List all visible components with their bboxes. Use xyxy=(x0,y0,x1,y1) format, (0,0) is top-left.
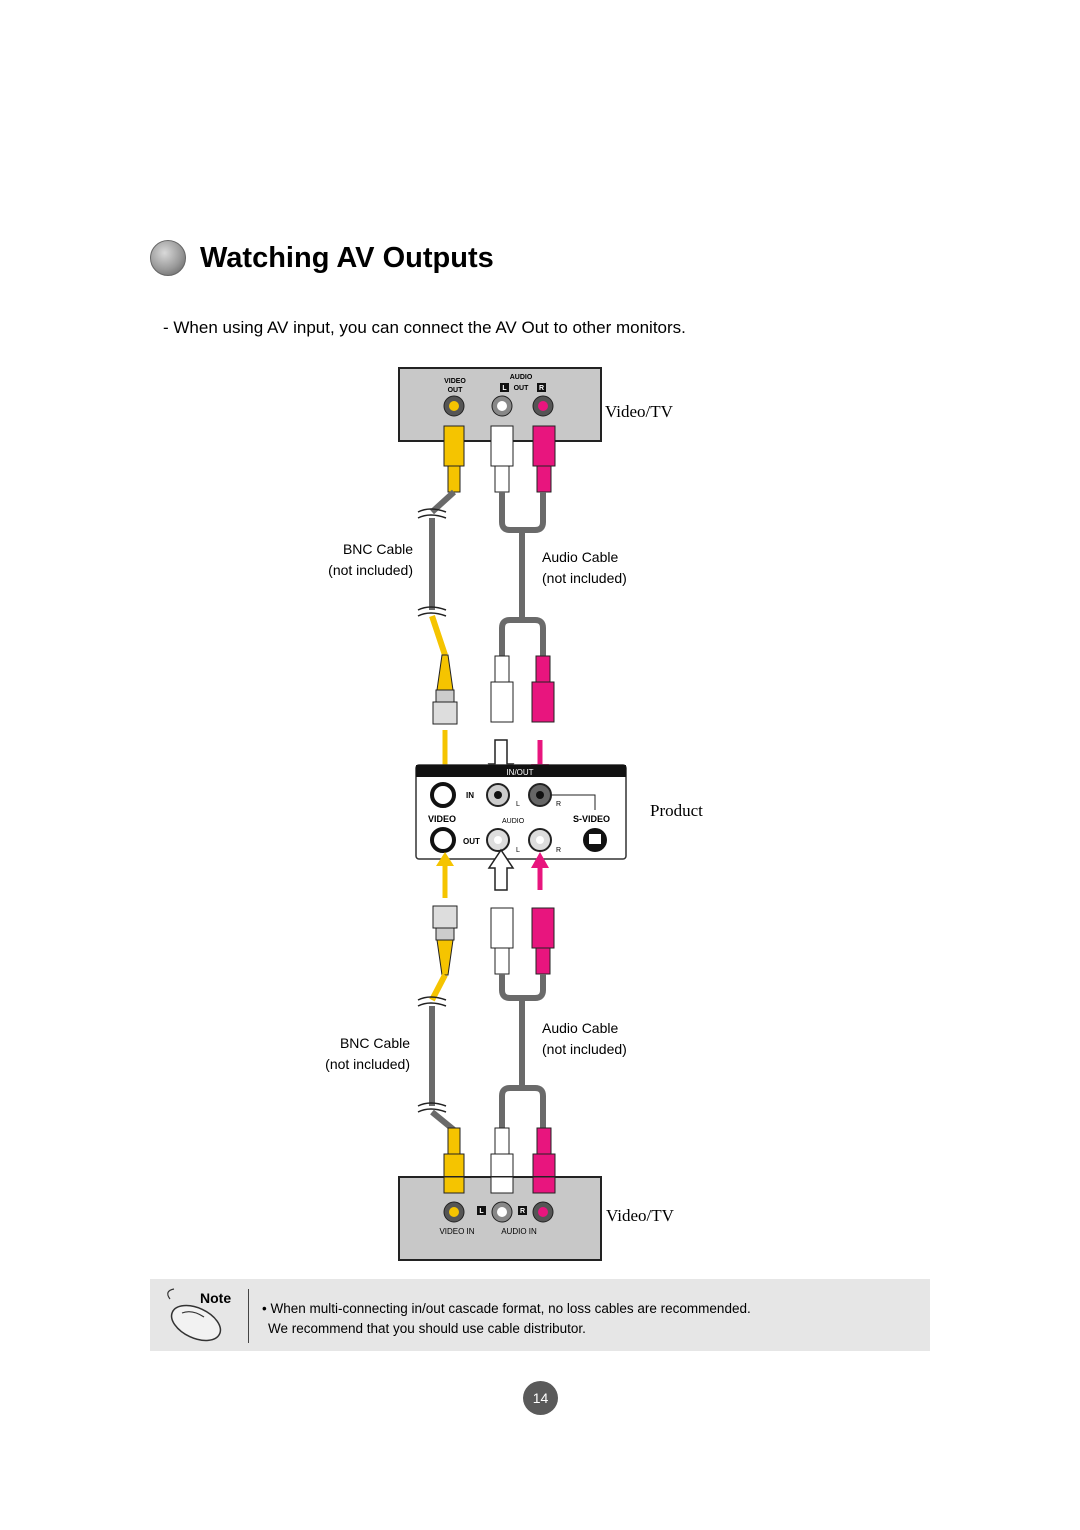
bnc-cable-2-label: BNC Cable xyxy=(340,1035,410,1051)
product-out-r: R xyxy=(556,847,561,854)
page-title: Watching AV Outputs xyxy=(200,241,494,274)
page-number: 14 xyxy=(523,1381,558,1415)
top-audio-out-label: OUT xyxy=(514,385,530,392)
product-out-l: L xyxy=(516,847,520,854)
audio-cable-2-label: Audio Cable xyxy=(542,1020,618,1036)
heading-bullet-icon xyxy=(150,240,186,276)
bottom-device: L R VIDEO IN AUDIO IN Video/TV xyxy=(398,1176,675,1261)
product-audio-label: AUDIO xyxy=(502,818,525,825)
intro-text: - When using AV input, you can connect t… xyxy=(163,318,686,337)
note-line-1: • When multi-connecting in/out cascade f… xyxy=(262,1301,751,1316)
top-audio-l-label: L xyxy=(502,385,507,392)
section-heading: Watching AV Outputs xyxy=(150,240,494,276)
bottom-audio-in-label: AUDIO IN xyxy=(501,1227,537,1236)
product-out-label: OUT xyxy=(463,837,480,846)
note-label: Note xyxy=(200,1290,231,1306)
top-video-label: VIDEO xyxy=(444,378,466,385)
arrows-out xyxy=(436,848,549,898)
product-in-l: L xyxy=(516,801,520,808)
top-device: VIDEO OUT AUDIO L OUT R Video/TV xyxy=(398,367,674,442)
top-audio-r-label: R xyxy=(539,385,544,392)
audio-cable-2-note: (not included) xyxy=(542,1041,627,1057)
top-plugs xyxy=(443,425,556,493)
top-device-name: Video/TV xyxy=(605,402,674,421)
bnc-cable-1-note: (not included) xyxy=(328,562,413,578)
bnc-cable-2-note: (not included) xyxy=(325,1056,410,1072)
product-header-label: IN/OUT xyxy=(506,768,533,777)
product-panel: IN/OUT IN L R VIDEO AUDIO S-VIDEO OUT L … xyxy=(415,764,703,860)
product-in-label: IN xyxy=(466,791,474,800)
bnc-cable-top xyxy=(417,489,458,725)
product-name: Product xyxy=(650,801,703,820)
note-text: • When multi-connecting in/out cascade f… xyxy=(262,1299,751,1339)
top-audio-label: AUDIO xyxy=(510,374,533,381)
note-divider xyxy=(248,1289,249,1343)
product-svideo-label: S-VIDEO xyxy=(573,814,610,824)
bottom-device-name: Video/TV xyxy=(606,1206,675,1225)
bnc-cable-bottom xyxy=(417,905,458,1133)
top-video-out-label: OUT xyxy=(448,387,464,394)
bottom-video-in-label: VIDEO IN xyxy=(439,1227,474,1236)
audio-cable-1-note: (not included) xyxy=(542,570,627,586)
bottom-audio-r-label: R xyxy=(520,1208,525,1215)
audio-cable-bottom xyxy=(490,907,555,1128)
connection-diagram: VIDEO OUT AUDIO L OUT R Video/TV xyxy=(325,367,703,1261)
audio-cable-1-label: Audio Cable xyxy=(542,549,618,565)
audio-cable-top xyxy=(490,492,555,723)
product-video-label: VIDEO xyxy=(428,814,456,824)
note-line-2: We recommend that you should use cable d… xyxy=(268,1321,586,1336)
product-in-r: R xyxy=(556,801,561,808)
note-mouse-icon: Note xyxy=(167,1288,231,1342)
note-box: Note • When multi-connecting in/out casc… xyxy=(150,1279,930,1351)
bottom-audio-l-label: L xyxy=(479,1208,484,1215)
bnc-cable-1-label: BNC Cable xyxy=(343,541,413,557)
